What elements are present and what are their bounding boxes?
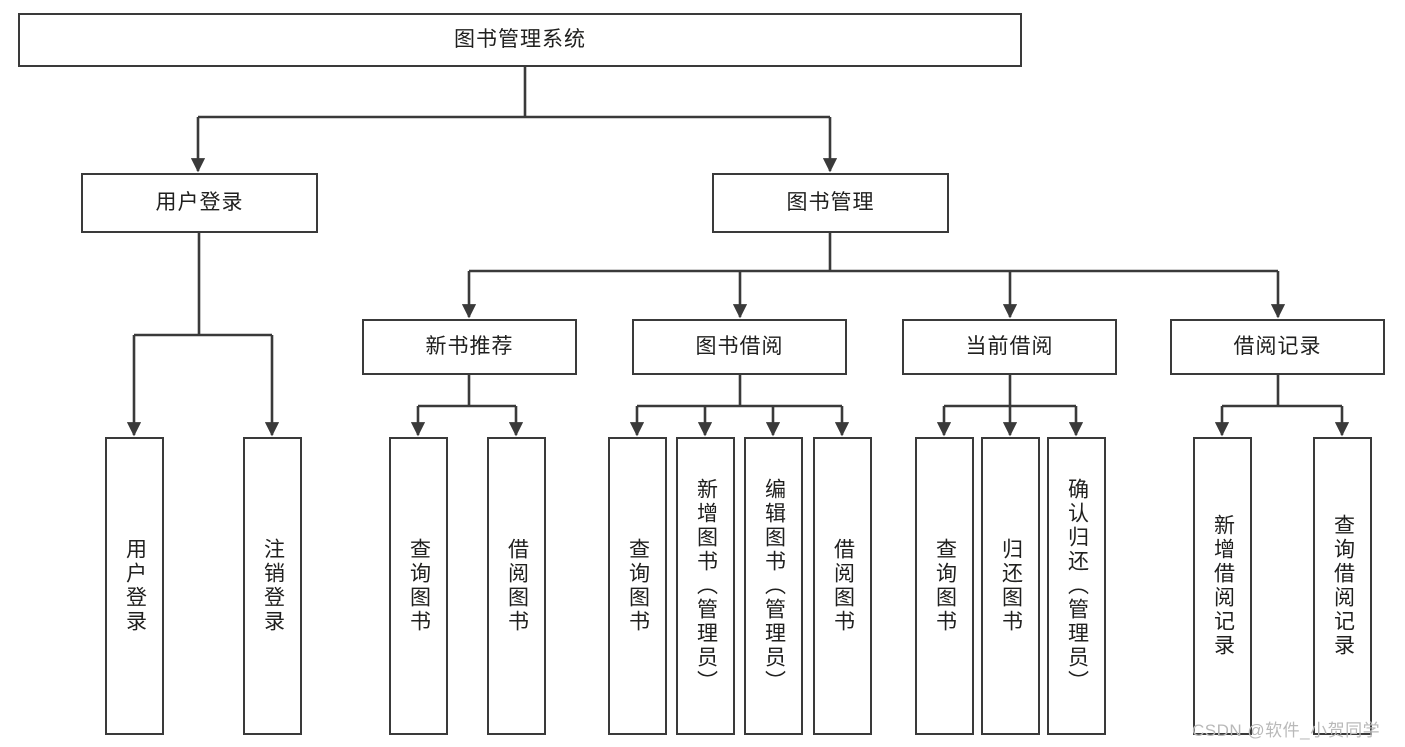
node-label: 归还图书	[999, 538, 1023, 634]
node-label: 借阅图书	[831, 538, 855, 634]
node-book-management[interactable]: 图书管理	[712, 173, 949, 233]
node-label: 图书管理系统	[454, 28, 586, 52]
node-label: 注销登录	[261, 538, 285, 634]
leaf-user-login-logout[interactable]: 注销登录	[243, 437, 302, 735]
leaf-current-return-book[interactable]: 归还图书	[981, 437, 1040, 735]
node-new-book-recommend[interactable]: 新书推荐	[362, 319, 577, 375]
watermark-text: CSDN @软件_小贺同学	[1192, 721, 1381, 740]
node-label: 新增借阅记录	[1211, 514, 1235, 658]
node-label: 查询图书	[933, 538, 957, 634]
leaf-current-query-book[interactable]: 查询图书	[915, 437, 974, 735]
leaf-current-confirm-return-admin[interactable]: 确认归还（管理员）	[1047, 437, 1106, 735]
node-book-borrow[interactable]: 图书借阅	[632, 319, 847, 375]
leaf-user-login-login[interactable]: 用户登录	[105, 437, 164, 735]
node-label: 编辑图书（管理员）	[762, 478, 786, 694]
node-label: 用户登录	[155, 191, 244, 215]
node-label: 查询图书	[407, 538, 431, 634]
node-user-login[interactable]: 用户登录	[81, 173, 318, 233]
node-label: 新书推荐	[425, 335, 514, 359]
node-label: 图书管理	[786, 191, 875, 215]
leaf-borrow-add-book-admin[interactable]: 新增图书（管理员）	[676, 437, 735, 735]
leaf-record-add-record[interactable]: 新增借阅记录	[1193, 437, 1252, 735]
leaf-borrow-edit-book-admin[interactable]: 编辑图书（管理员）	[744, 437, 803, 735]
node-label: 当前借阅	[965, 335, 1054, 359]
leaf-record-query-record[interactable]: 查询借阅记录	[1313, 437, 1372, 735]
node-label: 查询借阅记录	[1331, 514, 1355, 658]
node-root-system[interactable]: 图书管理系统	[18, 13, 1022, 67]
leaf-recommend-borrow-book[interactable]: 借阅图书	[487, 437, 546, 735]
leaf-borrow-borrow-book[interactable]: 借阅图书	[813, 437, 872, 735]
node-label: 图书借阅	[695, 335, 784, 359]
node-current-borrow[interactable]: 当前借阅	[902, 319, 1117, 375]
node-label: 确认归还（管理员）	[1065, 478, 1089, 694]
leaf-borrow-query-book[interactable]: 查询图书	[608, 437, 667, 735]
node-label: 借阅图书	[505, 538, 529, 634]
leaf-recommend-query-book[interactable]: 查询图书	[389, 437, 448, 735]
node-label: 新增图书（管理员）	[694, 478, 718, 694]
node-label: 借阅记录	[1233, 335, 1322, 359]
node-label: 用户登录	[123, 538, 147, 634]
node-borrow-record[interactable]: 借阅记录	[1170, 319, 1385, 375]
node-label: 查询图书	[626, 538, 650, 634]
